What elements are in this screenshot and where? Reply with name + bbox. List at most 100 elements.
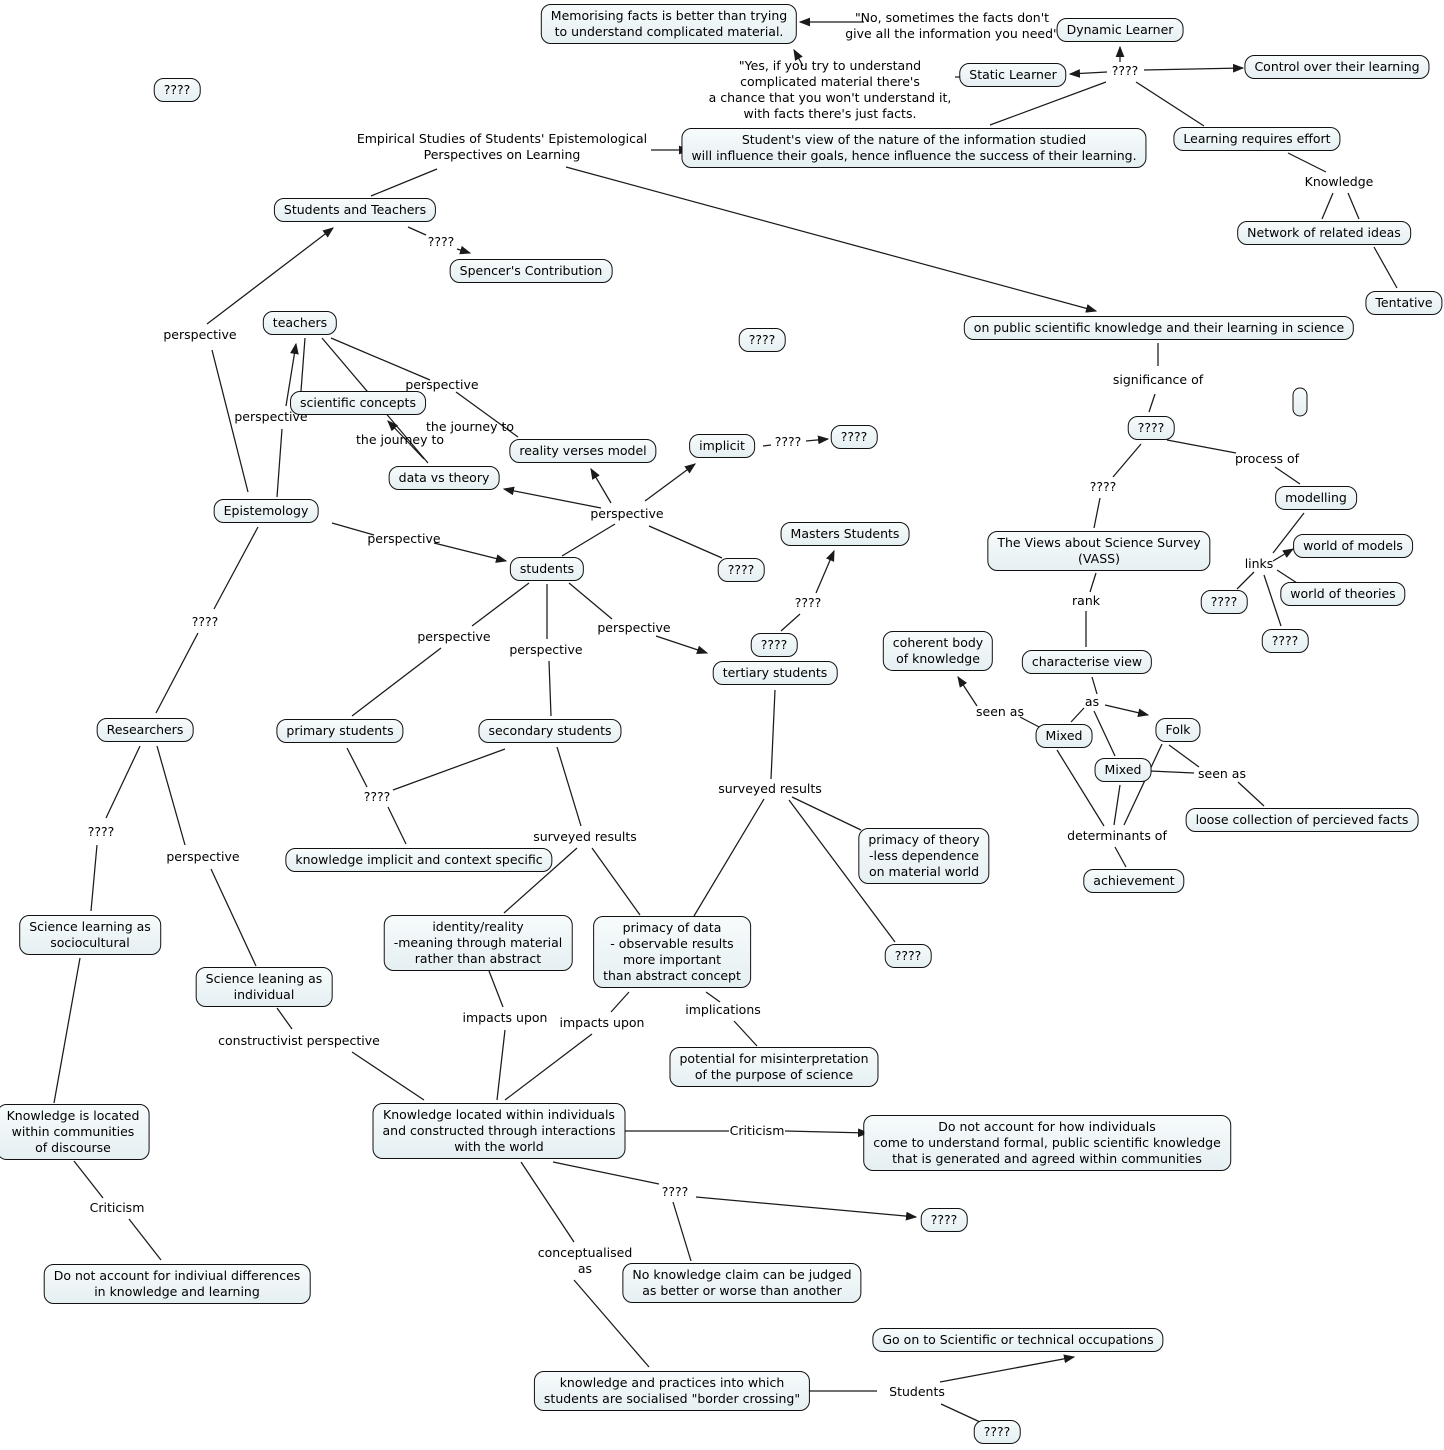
edge-line <box>1373 246 1398 289</box>
node-blank-criticism-target[interactable]: ???? <box>920 1208 968 1232</box>
node-learning-requires-effort[interactable]: Learning requires effort <box>1173 127 1341 151</box>
edge-line <box>695 1196 918 1221</box>
node-blank-implicit-target[interactable]: ???? <box>830 425 878 449</box>
node-blank-links-left[interactable]: ???? <box>1200 590 1248 614</box>
edge-line <box>705 991 721 1003</box>
node-static-learner[interactable]: Static Learner <box>959 63 1067 87</box>
label-blank-researchers[interactable]: ???? <box>87 824 115 839</box>
node-go-on-occupations[interactable]: Go on to Scientific or technical occupat… <box>872 1328 1164 1352</box>
node-primacy-of-data[interactable]: primacy of data - observable results mor… <box>593 916 751 988</box>
node-do-not-account-differences[interactable]: Do not account for indiviual differences… <box>43 1264 311 1304</box>
node-world-of-theories[interactable]: world of theories <box>1280 582 1406 606</box>
edge-line <box>1148 393 1156 413</box>
node-tertiary-students[interactable]: tertiary students <box>712 661 838 685</box>
edge-line <box>1112 443 1142 478</box>
label-empirical-studies: Empirical Studies of Students' Epistemol… <box>356 131 648 162</box>
node-mixed-2[interactable]: Mixed <box>1094 758 1152 782</box>
node-characterise-view[interactable]: characterise view <box>1021 650 1153 674</box>
label-seen-as-2: seen as <box>1198 766 1246 781</box>
node-students-view[interactable]: Student's view of the nature of the info… <box>681 128 1147 168</box>
node-achievement[interactable]: achievement <box>1083 869 1185 893</box>
edge-line <box>276 428 283 498</box>
label-blank-claim[interactable]: ???? <box>661 1184 689 1199</box>
node-blank-tertiary[interactable]: ???? <box>750 633 798 657</box>
node-no-knowledge-claim[interactable]: No knowledge claim can be judged as bett… <box>622 1263 862 1303</box>
node-empty-pill[interactable] <box>1292 387 1308 417</box>
node-teachers[interactable]: teachers <box>262 311 338 335</box>
edge-line <box>1237 781 1265 807</box>
node-blank-top-left[interactable]: ???? <box>153 78 201 102</box>
node-blank-hub[interactable]: ???? <box>717 558 765 582</box>
node-tentative[interactable]: Tentative <box>1365 291 1443 315</box>
node-potential-misinterpretation[interactable]: potential for misinterpretation of the p… <box>669 1047 879 1087</box>
node-science-sociocultural[interactable]: Science learning as sociocultural <box>19 915 161 955</box>
edge-line <box>1287 152 1327 173</box>
node-do-not-account-individuals[interactable]: Do not account for how individuals come … <box>863 1115 1231 1171</box>
node-loose-collection[interactable]: loose collection of percieved facts <box>1185 808 1419 832</box>
node-researchers[interactable]: Researchers <box>96 718 194 742</box>
edge-line <box>1168 744 1200 768</box>
node-masters-students[interactable]: Masters Students <box>780 522 910 546</box>
edge-line <box>672 1201 692 1262</box>
node-border-crossing[interactable]: knowledge and practices into which stude… <box>533 1371 811 1411</box>
node-blank-significance[interactable]: ???? <box>1127 416 1175 440</box>
node-blank-center[interactable]: ???? <box>738 328 786 352</box>
edge-line <box>573 1279 650 1368</box>
node-network-related-ideas[interactable]: Network of related ideas <box>1237 221 1411 245</box>
edge-line <box>300 337 306 392</box>
label-blank-implicit[interactable]: ???? <box>774 434 802 449</box>
node-vass[interactable]: The Views about Science Survey (VASS) <box>987 531 1211 571</box>
node-mixed-1[interactable]: Mixed <box>1035 724 1093 748</box>
label-links: links <box>1244 556 1274 571</box>
edge-line <box>370 168 438 197</box>
node-knowledge-individuals[interactable]: Knowledge located within individuals and… <box>372 1103 626 1159</box>
label-blank-spencer[interactable]: ???? <box>427 234 455 249</box>
label-quote-yes: "Yes, if you try to understand complicat… <box>708 58 952 121</box>
edge-line <box>793 48 804 67</box>
node-epistemology[interactable]: Epistemology <box>213 499 319 523</box>
node-on-public-knowledge[interactable]: on public scientific knowledge and their… <box>963 316 1355 340</box>
label-blank-masters[interactable]: ???? <box>794 595 822 610</box>
node-control-over-learning[interactable]: Control over their learning <box>1244 55 1430 79</box>
node-knowledge-communities[interactable]: Knowledge is located within communities … <box>0 1104 150 1160</box>
node-identity-reality[interactable]: identity/reality -meaning through materi… <box>383 915 573 971</box>
node-blank-primacy[interactable]: ???? <box>884 944 932 968</box>
edge-line <box>276 1007 293 1030</box>
node-science-individual[interactable]: Science leaning as individual <box>195 967 333 1007</box>
node-coherent-body[interactable]: coherent body of knowledge <box>882 631 994 671</box>
node-reality-verses-model[interactable]: reality verses model <box>509 439 657 463</box>
node-memorising-facts[interactable]: Memorising facts is better than trying t… <box>540 4 798 44</box>
node-knowledge-implicit[interactable]: knowledge implicit and context specific <box>285 848 553 872</box>
node-primacy-of-theory[interactable]: primacy of theory -less dependence on ma… <box>858 828 990 884</box>
node-dynamic-learner[interactable]: Dynamic Learner <box>1056 18 1184 42</box>
edge-line <box>53 957 81 1104</box>
label-blank-primary[interactable]: ???? <box>363 789 391 804</box>
node-scientific-concepts[interactable]: scientific concepts <box>290 391 426 415</box>
node-students[interactable]: students <box>509 557 585 581</box>
edge-line <box>471 582 530 627</box>
node-implicit[interactable]: implicit <box>689 434 755 458</box>
label-blank-epist-researchers[interactable]: ???? <box>191 614 219 629</box>
edge-line <box>73 1160 104 1199</box>
edge-line <box>206 227 334 325</box>
node-students-and-teachers[interactable]: Students and Teachers <box>273 198 437 222</box>
edge-line <box>610 991 630 1013</box>
edge-line <box>957 675 978 707</box>
label-blank-vass[interactable]: ???? <box>1089 479 1117 494</box>
edge-line <box>940 1403 981 1423</box>
node-primary-students[interactable]: primary students <box>276 719 404 743</box>
edge-line <box>644 463 697 502</box>
label-impacts-upon-1: impacts upon <box>462 1010 548 1025</box>
edge-line <box>1143 63 1245 73</box>
node-secondary-students[interactable]: secondary students <box>478 719 622 743</box>
node-folk[interactable]: Folk <box>1155 718 1201 742</box>
edge-line <box>351 1051 425 1101</box>
label-blank-dynamic[interactable]: ???? <box>1111 63 1139 78</box>
node-world-of-models[interactable]: world of models <box>1293 534 1413 558</box>
node-blank-students-bottom[interactable]: ???? <box>973 1420 1021 1444</box>
node-spencers-contribution[interactable]: Spencer's Contribution <box>449 259 613 283</box>
node-blank-links-bottom[interactable]: ???? <box>1261 629 1309 653</box>
node-data-vs-theory[interactable]: data vs theory <box>388 466 500 490</box>
edge-line <box>655 635 709 654</box>
node-modelling[interactable]: modelling <box>1275 486 1357 510</box>
